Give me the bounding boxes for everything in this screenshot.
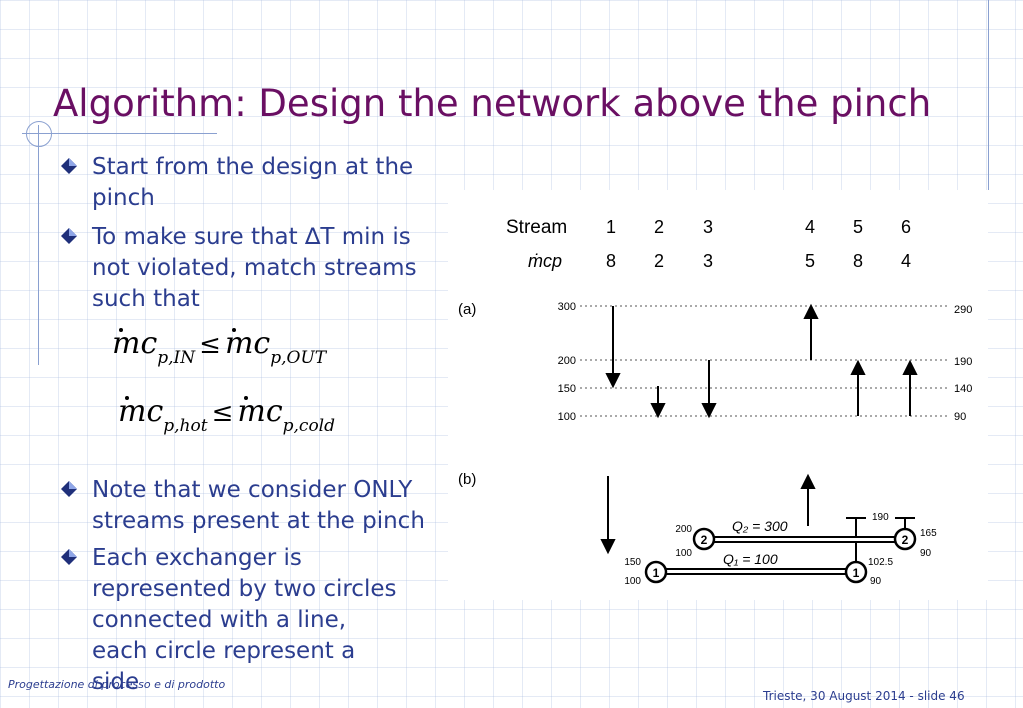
slide-title: Algorithm: Design the network above the … [53,82,932,125]
stream-number: 3 [703,217,713,237]
stream-number: 4 [805,217,815,237]
arrow-head [850,359,866,375]
bullet-text: Each exchanger is represented by two cir… [92,545,397,695]
stream-number: 2 [654,217,664,237]
mcp-value: 2 [654,251,664,271]
right-temp-label: 140 [954,383,972,395]
exchanger-1-circle-cold [844,560,868,584]
right-temp-label: 90 [954,411,966,423]
diamond-bullet-icon [61,228,77,244]
part-a-label: (a) [458,301,476,318]
stream-number: 6 [901,217,911,237]
left-temp-label: 300 [558,301,576,313]
right-temp-label: 190 [954,356,972,368]
bullet-1: Start from the design at the pinch [60,152,420,214]
q2-label: Q₂ = 300 [732,518,788,534]
bullet-4: Each exchanger is represented by two cir… [60,543,400,698]
exchanger-2-number: 2 [701,533,708,547]
temp-90: 90 [920,548,932,559]
decor-hline [22,133,217,134]
q1-label: Q₁ = 100 [723,551,778,567]
diamond-bullet-icon [61,481,77,497]
temp-150: 150 [624,557,641,568]
stream-header-label: Stream [506,217,567,238]
mcp-value: 8 [606,251,616,271]
mcp-value: 5 [805,251,815,271]
footer-course: Progettazione di processo e di prodotto [8,678,226,691]
exchanger-2-number: 2 [902,533,909,547]
bullet-2: To make sure that ∆T min is not violated… [60,222,425,315]
temp-100: 100 [624,576,641,587]
mcp-header-label: ṁcp [528,251,562,271]
stream-number: 1 [606,217,616,237]
diamond-bullet-icon [61,158,77,174]
equation-2: mcp,hot≤mcp,cold [118,394,336,436]
mcp-value: 3 [703,251,713,271]
exchanger-2-circle-cold [893,527,917,551]
arrow-head [803,303,819,319]
exchanger-1-link [658,568,856,575]
equation-1: mcp,IN≤mcp,OUT [112,326,327,368]
arrow-head [600,539,616,555]
decor-right-line [988,0,989,190]
footer-slide-info: Trieste, 30 August 2014 - slide 46 [763,689,965,703]
decor-vline [38,125,39,365]
part-b-label: (b) [458,471,476,488]
pinch-design-figure: Stream ṁcp 1 2 3 4 5 6 8 2 3 5 8 4 (a) 3… [448,190,988,600]
left-temp-label: 200 [558,355,576,367]
bullet-text: Start from the design at the pinch [92,154,414,211]
exchanger-1-circle-hot [644,560,668,584]
temp-90: 90 [870,576,882,587]
mcp-value: 4 [901,251,911,271]
exchanger-2-circle-hot [692,527,716,551]
mcp-value: 8 [853,251,863,271]
diamond-bullet-icon [61,549,77,565]
arrow-head [902,359,918,375]
stream-number: 5 [853,217,863,237]
bullet-3: Note that we consider ONLY streams prese… [60,475,435,537]
temp-100: 100 [675,548,692,559]
temp-102.5: 102.5 [868,557,893,568]
temp-200: 200 [675,524,692,535]
arrow-head [650,403,666,419]
exchanger-1-number: 1 [653,566,660,580]
bullet-text: Note that we consider ONLY streams prese… [92,477,425,534]
exchanger-1-number: 1 [853,566,860,580]
decor-circle [26,121,52,147]
arrow-head [605,373,621,389]
right-temp-label: 290 [954,304,972,316]
bullet-text: To make sure that ∆T min is not violated… [92,224,417,312]
temp-165: 165 [920,528,937,539]
temp-190: 190 [872,512,889,523]
exchanger-2-link [706,536,904,543]
left-temp-label: 150 [558,383,576,395]
left-temp-label: 100 [558,411,576,423]
arrow-head [800,473,816,489]
arrow-head [701,403,717,419]
